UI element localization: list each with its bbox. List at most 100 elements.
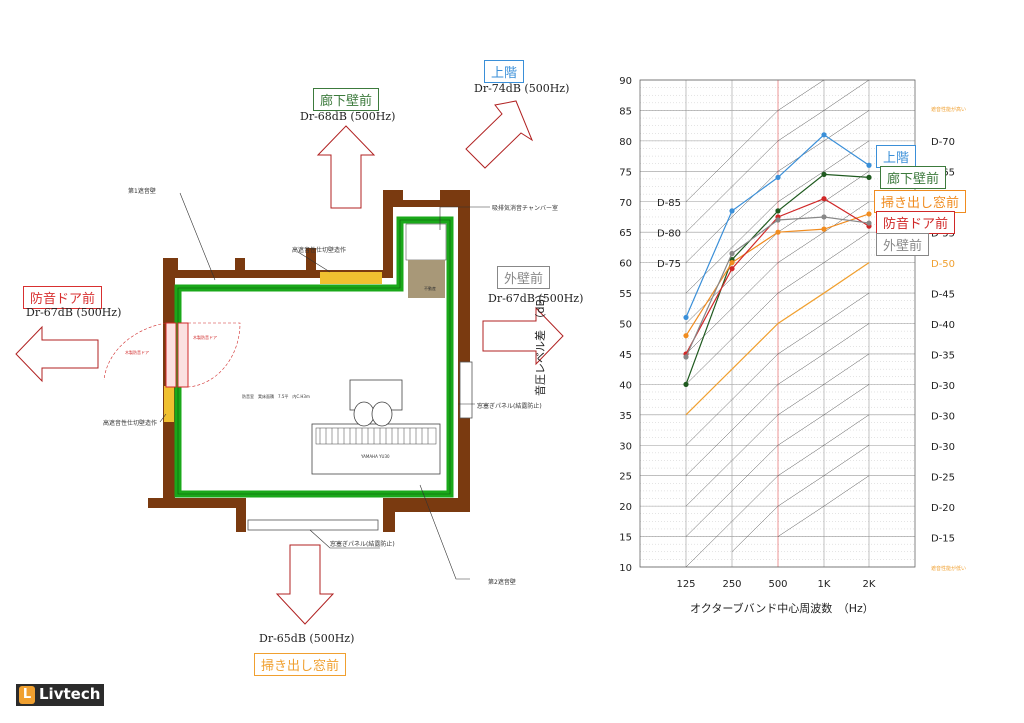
series-point xyxy=(821,226,827,232)
series-line xyxy=(685,173,870,385)
legend-door: 防音ドア前 xyxy=(876,211,956,234)
y-tick-label: 90 xyxy=(619,76,632,87)
arrow-upstairs xyxy=(465,100,534,169)
note-window-panel-right: 窓塞ぎパネル(結露防止) xyxy=(477,403,542,410)
corridor-value: Dr-68dB (500Hz) xyxy=(300,110,396,123)
series-line xyxy=(685,216,870,358)
series-point xyxy=(821,214,827,220)
d-curve-line xyxy=(731,445,870,552)
series-point xyxy=(821,171,827,177)
y-tick-label: 45 xyxy=(619,350,632,361)
d-curve-line xyxy=(685,201,870,355)
partition-top xyxy=(320,272,382,284)
d-right-label: D-30 xyxy=(931,412,955,423)
d-right-label: D-40 xyxy=(931,320,955,331)
legend-upstairs: 上階 xyxy=(876,145,917,168)
d-right-label: D-25 xyxy=(931,473,955,484)
arrow-window xyxy=(275,544,335,625)
series-point xyxy=(683,381,689,387)
chart-bottom-note: 遮音性能が低い xyxy=(931,566,967,572)
livtech-logo: L Livtech xyxy=(16,684,104,706)
series-point xyxy=(683,314,689,321)
series-point xyxy=(775,217,781,223)
window-panel-bottom xyxy=(247,519,379,531)
note-partition-left: 高遮音性仕切壁造作 xyxy=(103,420,158,427)
livtech-logo-text: Livtech xyxy=(39,685,101,703)
note-window-panel-bottom: 窓塞ぎパネル(結露防止) xyxy=(330,541,395,548)
series-point xyxy=(866,162,872,168)
d-right-label: D-30 xyxy=(931,381,955,392)
arrow-corridor xyxy=(316,125,376,209)
y-tick-label: 10 xyxy=(619,563,632,574)
series-point xyxy=(775,174,781,180)
chart-top-note: 遮音性能が高い xyxy=(931,107,967,113)
series-line xyxy=(685,134,870,318)
d-left-label: D-75 xyxy=(657,259,681,270)
d-left-label: D-80 xyxy=(657,229,681,240)
door-label: 防音ドア前 xyxy=(23,286,103,309)
y-tick-label: 80 xyxy=(619,137,632,148)
d-curve-line xyxy=(685,353,870,507)
d-right-label: D-70 xyxy=(931,137,955,148)
storage-area xyxy=(408,260,445,298)
x-tick-label: 2K xyxy=(863,579,876,590)
series-point xyxy=(866,174,872,180)
note-storage: 不動産 xyxy=(424,286,436,291)
chart-xlabel: オクターブバンド中心周波数 （Hz） xyxy=(690,602,874,615)
x-tick-label: 250 xyxy=(722,579,741,590)
door-value: Dr-67dB (500Hz) xyxy=(26,306,122,319)
y-tick-label: 85 xyxy=(619,106,632,117)
piano-bench xyxy=(349,379,403,427)
series-point xyxy=(775,208,781,214)
series-point xyxy=(821,132,827,138)
d-curve-line xyxy=(685,110,870,263)
series-point xyxy=(683,354,689,360)
outer-wall-label: 外壁前 xyxy=(497,266,551,289)
d-right-label: D-35 xyxy=(931,351,955,362)
d-curve-line xyxy=(685,79,825,202)
window-value: Dr-65dB (500Hz) xyxy=(259,632,355,645)
y-tick-label: 75 xyxy=(619,167,632,178)
note-door-outer: 木製防音ドア xyxy=(193,335,217,340)
series-point xyxy=(729,250,735,257)
d-right-label: D-30 xyxy=(931,442,955,453)
x-tick-label: 125 xyxy=(676,579,695,590)
d-right-label: D-45 xyxy=(931,290,955,301)
corridor-label: 廊下壁前 xyxy=(313,88,380,111)
y-tick-label: 50 xyxy=(619,320,632,331)
livtech-logo-mark: L xyxy=(19,686,35,704)
d50-reference-line xyxy=(685,262,870,416)
series-point xyxy=(729,208,735,214)
soundproof-door xyxy=(103,322,241,388)
arrow-outer-wall xyxy=(482,306,564,366)
outer-wall-value: Dr-67dB (500Hz) xyxy=(488,292,584,305)
d-curve-line xyxy=(685,292,870,446)
note-second-wall: 第2遮音壁 xyxy=(488,579,516,586)
x-tick-label: 1K xyxy=(818,579,831,590)
y-tick-label: 65 xyxy=(619,228,632,239)
x-tick-label: 500 xyxy=(768,579,787,590)
series-point xyxy=(866,211,872,217)
y-tick-label: 25 xyxy=(619,472,632,483)
y-tick-label: 60 xyxy=(619,259,632,270)
note-chamber: 吸排気消音チャンバー室 xyxy=(492,205,558,212)
y-tick-label: 15 xyxy=(619,533,632,544)
d-right-label: D-15 xyxy=(931,534,955,545)
plot-frame xyxy=(639,79,916,568)
y-tick-label: 40 xyxy=(619,380,632,391)
outer-wall xyxy=(148,190,470,532)
d-left-label: D-85 xyxy=(657,198,681,209)
note-door-inner: 木製防音ドア xyxy=(125,350,149,355)
y-tick-label: 20 xyxy=(619,502,632,513)
legend-outer-wall: 外壁前 xyxy=(876,233,930,256)
upstairs-label: 上階 xyxy=(484,60,525,83)
note-piano: YAMAHA YU30 xyxy=(361,454,390,459)
series-point xyxy=(866,220,872,226)
d-curve-line xyxy=(685,231,870,385)
arrow-door xyxy=(15,325,99,383)
series-point xyxy=(683,333,689,339)
y-tick-label: 30 xyxy=(619,441,632,452)
y-tick-label: 35 xyxy=(619,411,632,422)
chart-ylabel: 音圧レベル差 （dB） xyxy=(534,287,547,396)
